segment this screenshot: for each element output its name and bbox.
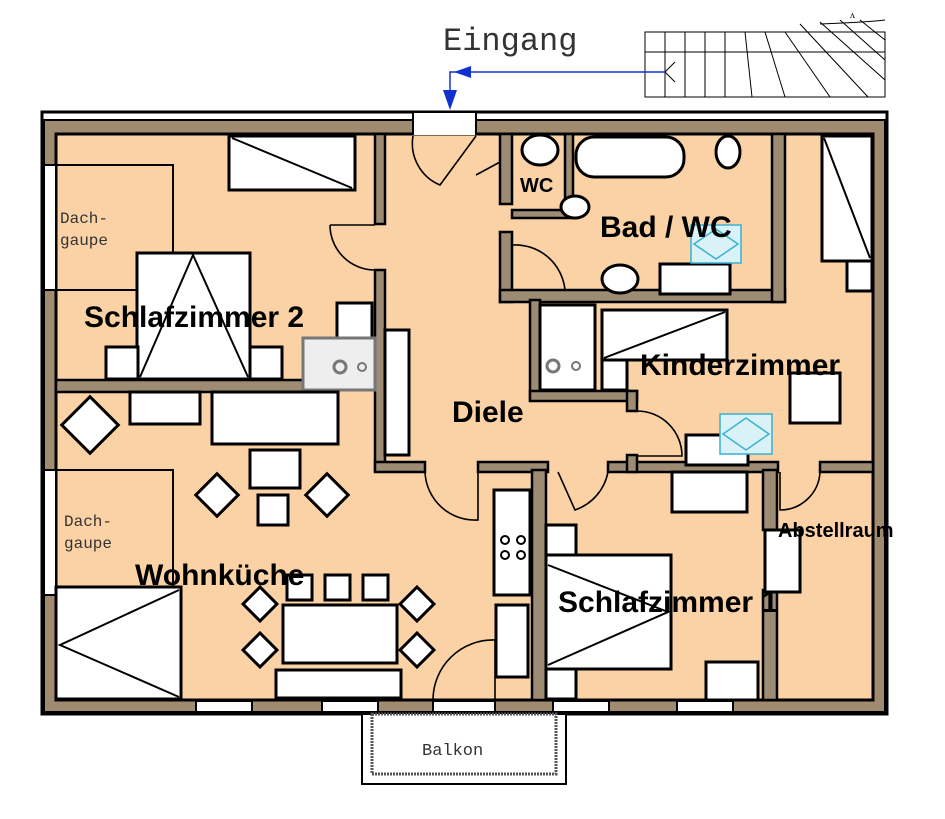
staircase: ᴧ xyxy=(644,10,886,98)
balcony: Balkon xyxy=(361,712,567,785)
dormer-label-bottom-2: gaupe xyxy=(64,535,112,553)
room-label-bad-wc: Bad / WC xyxy=(600,211,732,244)
room-label-schlafzimmer2: Schlafzimmer 2 xyxy=(84,301,304,334)
room-label-wohnkueche: Wohnküche xyxy=(135,559,304,592)
svg-text:ᴧ: ᴧ xyxy=(850,10,855,21)
dormer-label-bottom-1: Dach- xyxy=(64,513,112,531)
room-label-diele: Diele xyxy=(452,396,524,429)
balcony-label: Balkon xyxy=(422,742,483,761)
entrance-label: Eingang xyxy=(443,23,577,60)
entrance-arrow xyxy=(443,66,665,110)
room-label-kinderzimmer: Kinderzimmer xyxy=(640,349,840,382)
room-label-schlafzimmer1: Schlafzimmer 1 xyxy=(558,586,778,619)
room-label-wc: WC xyxy=(520,175,553,197)
room-label-abstellraum: Abstellraum xyxy=(778,520,894,542)
furniture xyxy=(54,133,874,702)
dormer-label-top-1: Dach- xyxy=(60,210,108,228)
dormer-label-top-2: gaupe xyxy=(60,232,108,250)
doors xyxy=(329,135,821,701)
